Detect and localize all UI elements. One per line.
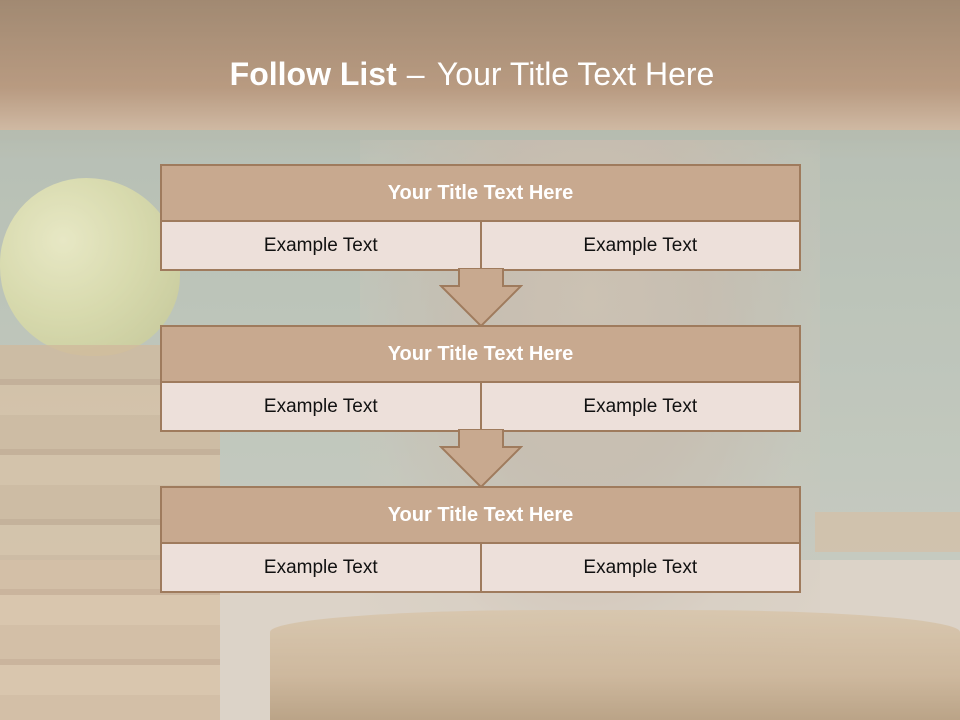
slide-title: Follow List– Your Title Text Here (0, 56, 944, 93)
step-row: Example Text Example Text (162, 383, 799, 430)
title-rest-part: Your Title Text Here (436, 56, 715, 92)
step-row: Example Text Example Text (162, 222, 799, 269)
step-cell-left: Example Text (162, 544, 480, 591)
down-arrow-icon (439, 268, 523, 328)
step-cell-left: Example Text (162, 383, 480, 430)
step-header: Your Title Text Here (162, 327, 799, 383)
step-box-1: Your Title Text Here Example Text Exampl… (160, 164, 801, 271)
step-box-3: Your Title Text Here Example Text Exampl… (160, 486, 801, 593)
step-cell-left: Example Text (162, 222, 480, 269)
background-open-book (270, 610, 960, 720)
title-separator: – (406, 56, 425, 92)
step-row: Example Text Example Text (162, 544, 799, 591)
background-chalkboard-frame (815, 512, 960, 552)
title-bold-part: Follow List (229, 56, 397, 92)
step-cell-right: Example Text (479, 383, 799, 430)
step-cell-right: Example Text (479, 222, 799, 269)
down-arrow-icon (439, 429, 523, 489)
background-apple (0, 178, 180, 356)
step-header: Your Title Text Here (162, 166, 799, 222)
step-box-2: Your Title Text Here Example Text Exampl… (160, 325, 801, 432)
step-header: Your Title Text Here (162, 488, 799, 544)
step-cell-right: Example Text (479, 544, 799, 591)
